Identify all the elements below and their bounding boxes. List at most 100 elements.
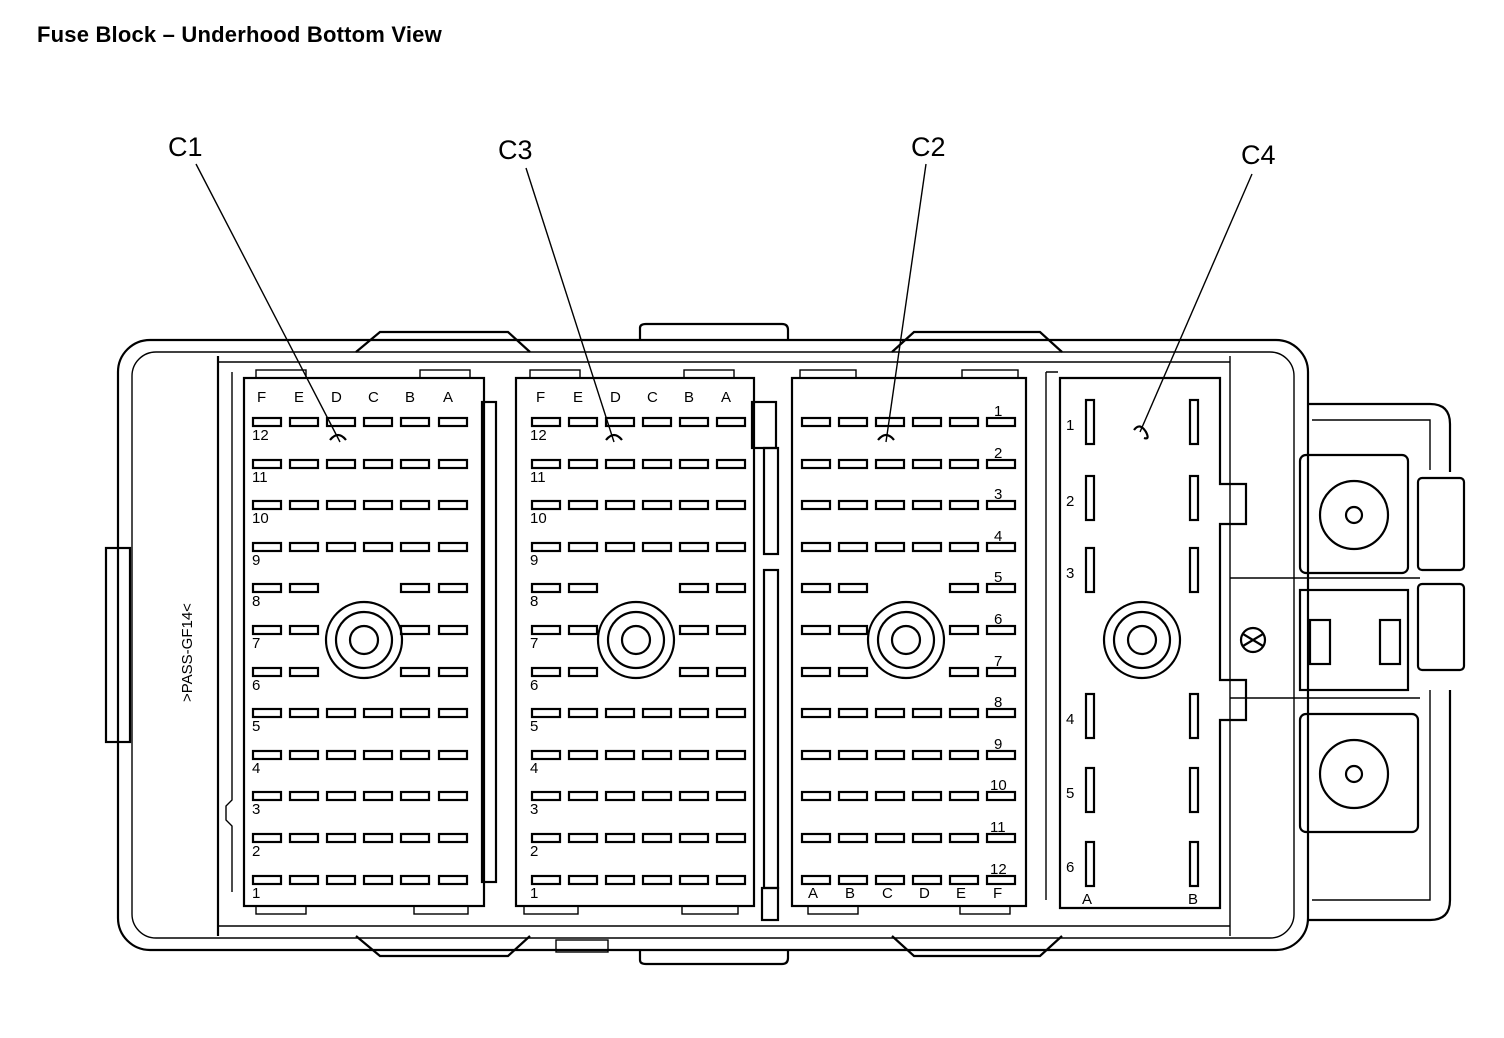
- c2-pin: [948, 458, 980, 470]
- latch-tab: [807, 905, 859, 915]
- callout-c1-label: C1: [168, 132, 203, 162]
- c2-pin: [837, 707, 869, 719]
- c4-row-label: 1: [1066, 417, 1074, 434]
- c1-pin: [251, 874, 283, 886]
- c3-pin: [715, 624, 747, 636]
- c3-pin: [567, 416, 599, 428]
- c1-pin: [362, 541, 394, 553]
- c3-pin: [604, 416, 636, 428]
- latch-tab: [529, 369, 581, 379]
- c3-pin: [715, 874, 747, 886]
- latch-tab: [413, 905, 469, 915]
- latch-tab: [255, 905, 307, 915]
- c2-pin: [837, 541, 869, 553]
- c1-row-label: 11: [252, 469, 268, 486]
- c2-pin: [800, 582, 832, 594]
- c1-row-label: 1: [252, 885, 260, 902]
- c2-pin: [985, 666, 1017, 678]
- c1-pin: [251, 707, 283, 719]
- c3-col-label: D: [610, 389, 621, 406]
- c2-pin: [948, 790, 980, 802]
- c1-pin: [251, 790, 283, 802]
- c3-pin: [678, 582, 710, 594]
- c3-pin: [530, 832, 562, 844]
- c1-pin: [288, 707, 320, 719]
- c3-pin: [604, 832, 636, 844]
- c3-pin: [567, 749, 599, 761]
- c2-pin: [837, 416, 869, 428]
- latch-tab: [255, 369, 307, 379]
- c1-pin: [251, 541, 283, 553]
- c3-pin: [678, 707, 710, 719]
- c1-pin: [251, 666, 283, 678]
- c1-pin: [399, 416, 431, 428]
- c4-row-label: 3: [1066, 565, 1074, 582]
- c2-row-label: 1: [994, 403, 1002, 420]
- c1-row-label: 7: [252, 635, 260, 652]
- c3-pin: [715, 790, 747, 802]
- c2-pin: [800, 541, 832, 553]
- c3-pin: [678, 832, 710, 844]
- c1-pin: [362, 416, 394, 428]
- c2-row-label: 7: [994, 653, 1002, 670]
- c4-row-label: 2: [1066, 493, 1074, 510]
- c3-pin: [715, 458, 747, 470]
- callout-c4: C4: [1139, 140, 1276, 433]
- c2-pin: [985, 416, 1017, 428]
- c3-pin: [604, 541, 636, 553]
- c3-pin: [530, 666, 562, 678]
- c2-pin: [837, 582, 869, 594]
- c1-pin: [362, 790, 394, 802]
- c3-row-label: 3: [530, 801, 538, 818]
- c3-pin: [530, 790, 562, 802]
- c3-pin: [530, 874, 562, 886]
- callout-c4-label: C4: [1241, 140, 1276, 170]
- c1-pin: [251, 832, 283, 844]
- c3-pin: [567, 458, 599, 470]
- c3-row-label: 5: [530, 718, 538, 735]
- housing-outline: [104, 322, 1466, 966]
- c1-col-label: B: [405, 389, 415, 406]
- c2-pin: [837, 749, 869, 761]
- c2-pin: [800, 624, 832, 636]
- c1-pin: [437, 832, 469, 844]
- c1-pin: [437, 624, 469, 636]
- c2-row-label: 11: [990, 819, 1006, 836]
- c1-pin: [399, 582, 431, 594]
- c3-pin: [641, 707, 673, 719]
- c2-pin: [800, 874, 832, 886]
- c1-pin: [437, 707, 469, 719]
- c3-pin: [567, 874, 599, 886]
- c3-pin: [715, 541, 747, 553]
- c2-pin: [837, 832, 869, 844]
- c2-row-label: 10: [990, 777, 1007, 794]
- c2-pin: [837, 458, 869, 470]
- c2-pin: [985, 832, 1017, 844]
- latch-tab: [419, 369, 471, 379]
- c3-pin: [604, 458, 636, 470]
- c3-row-label: 2: [530, 843, 538, 860]
- c2-pin: [985, 458, 1017, 470]
- c4-row-label: 4: [1066, 711, 1074, 728]
- c3-row-label: 8: [530, 593, 538, 610]
- c3-pin: [641, 458, 673, 470]
- c1-row-label: 12: [252, 427, 269, 444]
- c3-pin: [530, 541, 562, 553]
- c1-pin: [325, 458, 357, 470]
- c1-col-label: E: [294, 389, 304, 406]
- c3-pin: [715, 749, 747, 761]
- c1-pin: [288, 749, 320, 761]
- c2-pin: [800, 499, 832, 511]
- c2-col-label: A: [808, 885, 818, 902]
- c2-pin: [837, 666, 869, 678]
- c4-pin: [1084, 766, 1096, 814]
- c3-pin: [641, 416, 673, 428]
- callout-c3: C3: [498, 135, 615, 443]
- c2-col-label: C: [882, 885, 893, 902]
- c1-pin: [437, 541, 469, 553]
- c1-pin: [437, 499, 469, 511]
- c1-pin: [437, 874, 469, 886]
- c2-pin: [985, 624, 1017, 636]
